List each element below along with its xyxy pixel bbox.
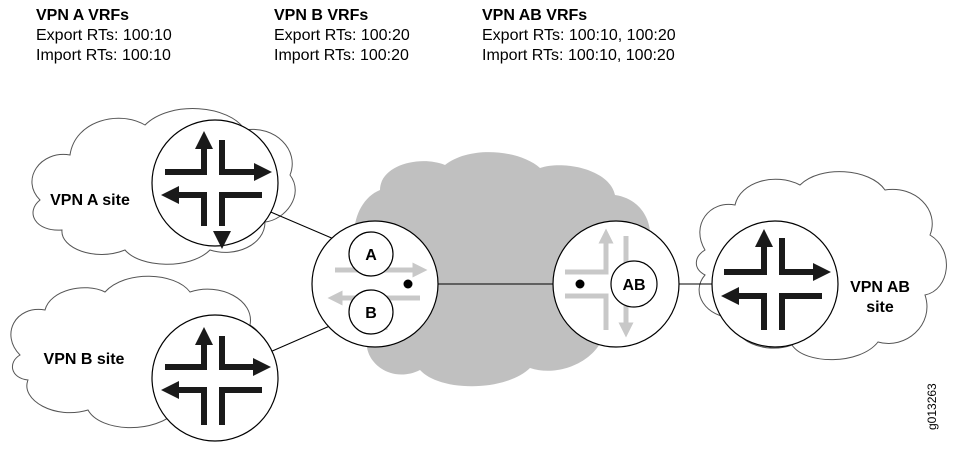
vpn-b-site-label: VPN B site bbox=[44, 351, 125, 368]
vrf-ab-circle bbox=[610, 260, 658, 308]
vrf-a-label: A bbox=[365, 247, 377, 264]
vrf-a-circle bbox=[348, 231, 394, 277]
legend-export: Export RTs: 100:10 bbox=[36, 27, 172, 44]
legend-import: Import RTs: 100:10, 100:20 bbox=[482, 47, 675, 64]
vpn-a-router bbox=[151, 119, 279, 249]
legend-export: Export RTs: 100:10, 100:20 bbox=[482, 27, 676, 44]
legend-title: VPN A VRFs bbox=[36, 7, 130, 24]
legend-export: Export RTs: 100:20 bbox=[274, 27, 410, 44]
legend-import: Import RTs: 100:20 bbox=[274, 47, 409, 64]
vpn-ab-site-label-line1: VPN AB bbox=[850, 279, 910, 296]
legend-vpn-ab: VPN AB VRFs Export RTs: 100:10, 100:20 I… bbox=[482, 6, 676, 66]
legend-title: VPN AB VRFs bbox=[482, 7, 588, 24]
vrf-ab-label: AB bbox=[622, 277, 645, 294]
pe-router-right bbox=[552, 220, 680, 348]
legend-vpn-a: VPN A VRFs Export RTs: 100:10 Import RTs… bbox=[36, 6, 172, 66]
vpn-ab-router bbox=[711, 220, 839, 348]
figure-id: g013263 bbox=[925, 383, 939, 430]
legend-import: Import RTs: 100:10 bbox=[36, 47, 171, 64]
vpn-ab-site-label-line2: site bbox=[866, 299, 894, 316]
legend-title: VPN B VRFs bbox=[274, 7, 369, 24]
vpn-b-router bbox=[151, 314, 279, 442]
vrf-b-circle bbox=[348, 289, 394, 335]
pe-router-left bbox=[311, 220, 439, 348]
legend-vpn-b: VPN B VRFs Export RTs: 100:20 Import RTs… bbox=[274, 6, 410, 66]
vpn-a-site-label: VPN A site bbox=[50, 192, 130, 209]
vrf-b-label: B bbox=[365, 305, 377, 322]
